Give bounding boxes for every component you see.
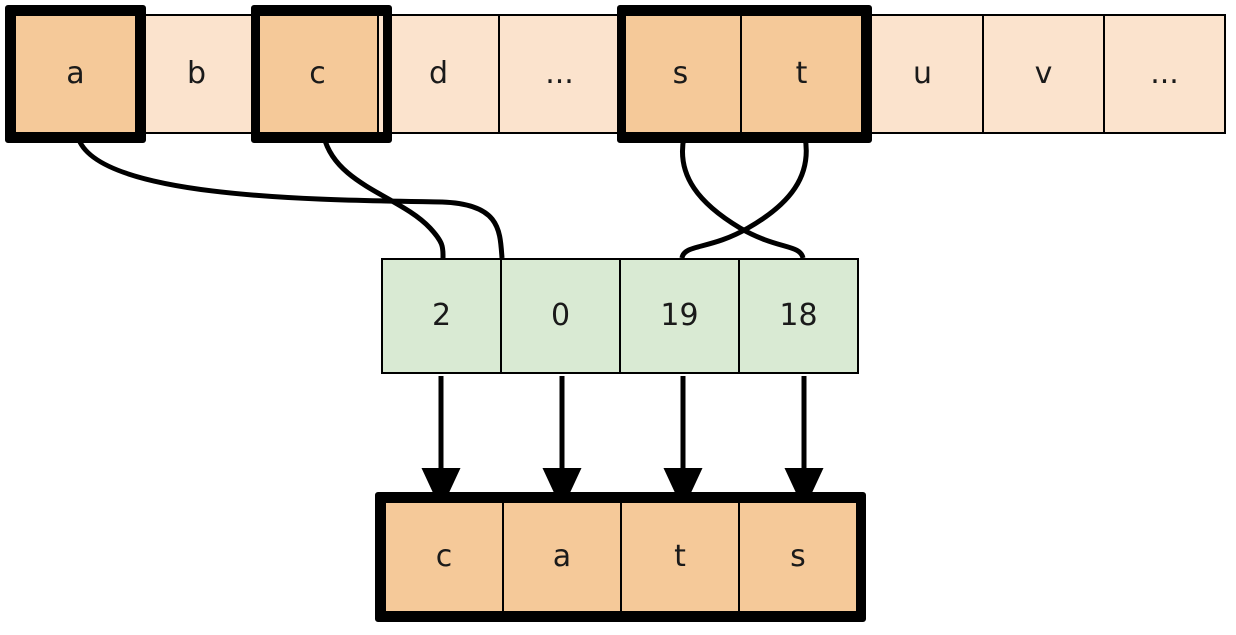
alphabet-cell-ellipsis-left[interactable]: ... (498, 14, 621, 134)
curve-c-to-index-2 (321, 136, 446, 259)
curve-a-to-index-0 (75, 136, 505, 259)
alphabet-cell-s[interactable]: s (619, 14, 742, 134)
curve-s-to-index-18 (680, 136, 806, 259)
index-cell-3[interactable]: 19 (619, 258, 740, 374)
alphabet-cell-t[interactable]: t (740, 14, 863, 134)
output-cell-3[interactable]: t (620, 501, 740, 613)
alphabet-strip: a b c d ... s t u v ... (14, 14, 1226, 134)
alphabet-cell-ellipsis-right[interactable]: ... (1103, 14, 1226, 134)
index-cell-2[interactable]: 0 (500, 258, 621, 374)
index-cell-4[interactable]: 18 (738, 258, 859, 374)
index-strip: 2 0 19 18 (381, 258, 859, 374)
output-cell-4[interactable]: s (738, 501, 858, 613)
alphabet-cell-u[interactable]: u (861, 14, 984, 134)
alphabet-cell-a[interactable]: a (14, 14, 137, 134)
output-strip: c a t s (384, 501, 858, 613)
alphabet-cell-b[interactable]: b (135, 14, 258, 134)
alphabet-cell-d[interactable]: d (377, 14, 500, 134)
alphabet-cell-v[interactable]: v (982, 14, 1105, 134)
alphabet-cell-c[interactable]: c (256, 14, 379, 134)
output-cell-2[interactable]: a (502, 501, 622, 613)
output-cell-1[interactable]: c (384, 501, 504, 613)
index-cell-1[interactable]: 2 (381, 258, 502, 374)
curve-t-to-index-19 (679, 136, 809, 259)
